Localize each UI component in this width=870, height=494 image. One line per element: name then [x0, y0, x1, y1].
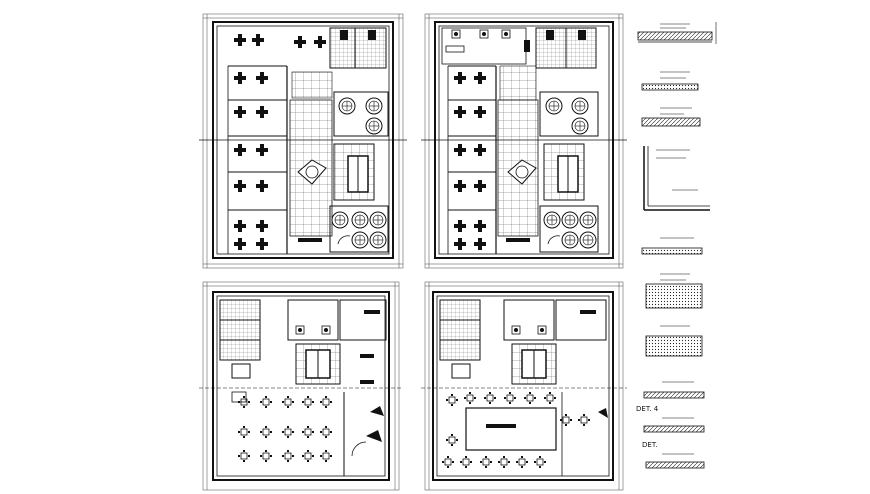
detail-label-4: DET. 4: [636, 405, 659, 413]
construction-details: DET. 4 DET.: [636, 22, 717, 469]
floor-plan-lower-left: [199, 281, 403, 491]
floor-plan-lower-right: [421, 281, 627, 491]
detail-label-5: DET.: [642, 441, 657, 449]
floor-plan-upper-right: [421, 13, 627, 269]
floor-plan-upper-left: [199, 13, 407, 269]
